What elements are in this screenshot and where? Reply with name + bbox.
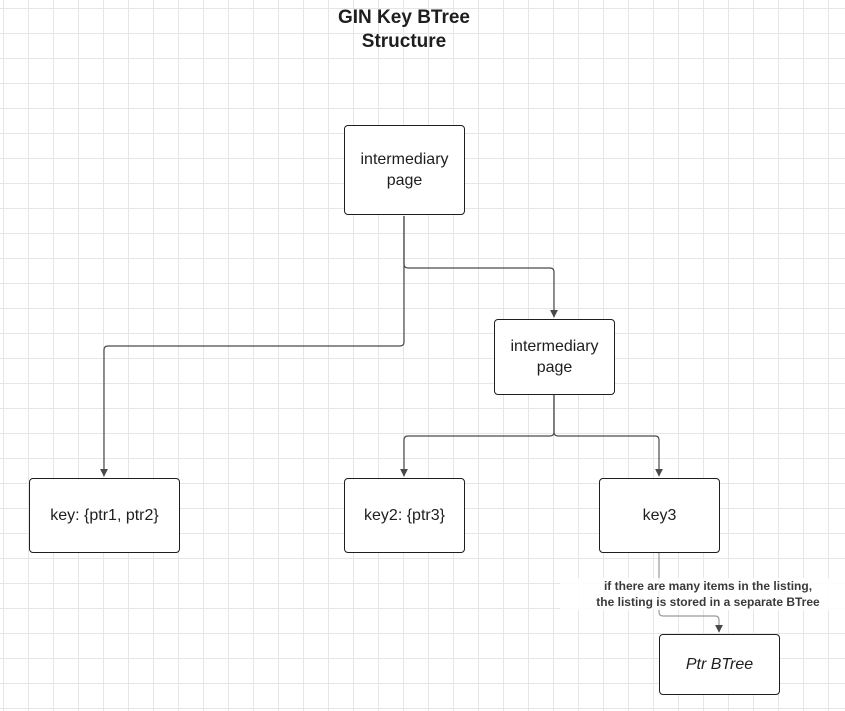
key1-node[interactable]: key: {ptr1, ptr2}: [29, 478, 180, 553]
key3-node[interactable]: key3: [599, 478, 720, 553]
ptr-btree-node[interactable]: Ptr BTree: [659, 634, 780, 695]
root-intermediary-page-label: intermediary page: [360, 151, 449, 189]
diagram-title: GIN Key BTree Structure: [0, 6, 808, 54]
diagram-title-line-2: Structure: [361, 31, 447, 52]
connector-mid-to-key2: [400, 395, 555, 477]
root-intermediary-page-node[interactable]: intermediary page: [344, 125, 465, 215]
diagram-title-line-1: GIN Key BTree: [338, 7, 470, 28]
connector-root-to-mid: [403, 216, 558, 318]
ptr-btree-label: Ptr BTree: [685, 656, 754, 673]
listing-note: if there are many items in the listing, …: [560, 578, 845, 610]
key3-label: key3: [642, 507, 677, 524]
key1-label: key: {ptr1, ptr2}: [50, 507, 159, 524]
mid-intermediary-page-node[interactable]: intermediary page: [494, 319, 615, 395]
key2-node[interactable]: key2: {ptr3}: [344, 478, 465, 553]
key2-label: key2: {ptr3}: [364, 507, 445, 524]
connector-key3-to-ptr-btree: [658, 553, 723, 633]
listing-note-line-2: the listing is stored in a separate BTre…: [596, 595, 820, 609]
connector-mid-to-key3: [553, 395, 663, 477]
connector-root-to-key1: [100, 216, 405, 477]
listing-note-line-1: if there are many items in the listing,: [603, 579, 813, 593]
mid-intermediary-page-label: intermediary page: [510, 338, 599, 376]
